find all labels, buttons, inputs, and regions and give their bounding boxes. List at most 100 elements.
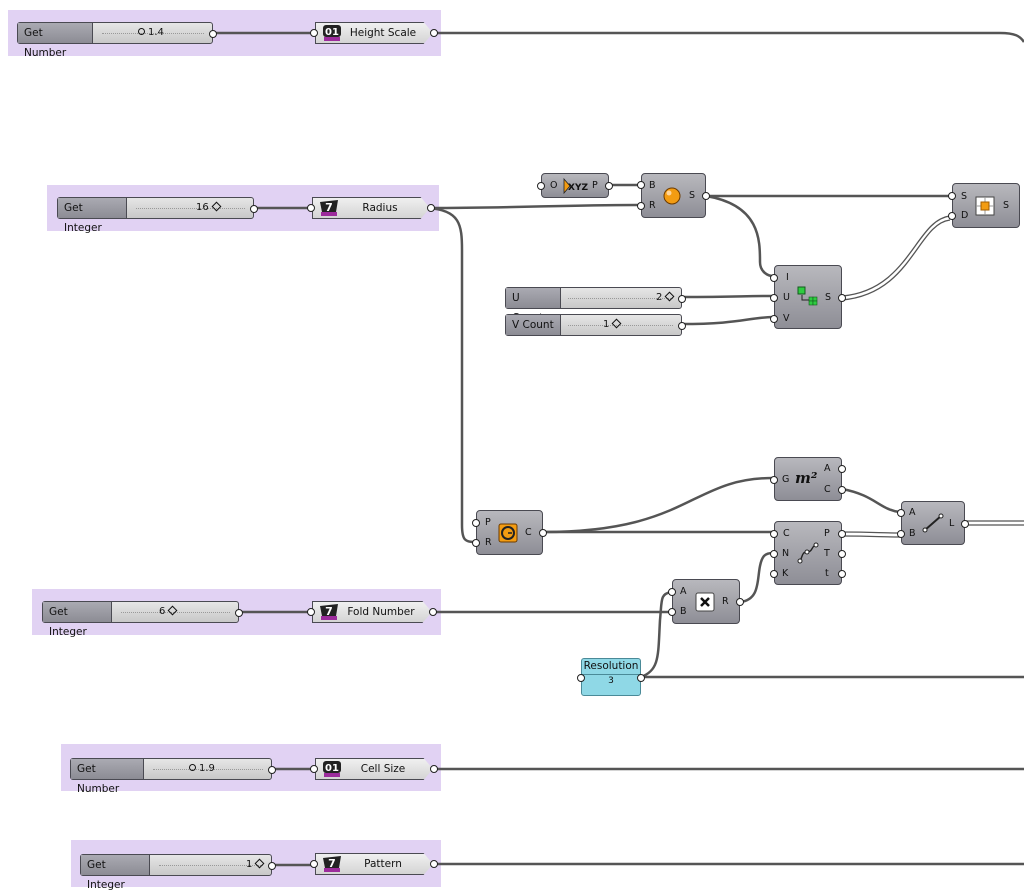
output-grip[interactable]: [961, 520, 969, 528]
slider-knob-icon[interactable]: [254, 858, 265, 869]
output-grip[interactable]: [268, 862, 276, 870]
output-grip[interactable]: [430, 860, 438, 868]
slider-value[interactable]: 1: [246, 855, 265, 875]
slider-value-text: 2: [656, 292, 663, 303]
surface-split-component[interactable]: S D S: [948, 183, 1020, 228]
divide-curve-icon: [797, 542, 819, 564]
output-grip[interactable]: [430, 29, 438, 37]
input-label-k: K: [782, 568, 789, 579]
output-grip[interactable]: [736, 598, 744, 606]
output-grip[interactable]: [427, 204, 435, 212]
area-component[interactable]: G m² A C: [770, 457, 846, 501]
input-grip[interactable]: [770, 294, 778, 302]
radius-param[interactable]: 7 Radius: [307, 197, 435, 219]
integer-param-icon: 7: [323, 856, 341, 872]
slider-knob-icon[interactable]: [211, 201, 222, 212]
input-grip[interactable]: [668, 608, 676, 616]
input-grip[interactable]: [897, 530, 905, 538]
panel-value[interactable]: 3: [608, 676, 614, 686]
output-label-s: S: [1003, 200, 1010, 211]
output-grip[interactable]: [429, 608, 437, 616]
input-grip[interactable]: [668, 588, 676, 596]
output-label-r: R: [722, 596, 729, 607]
slider-knob-icon[interactable]: [664, 291, 675, 302]
output-grip[interactable]: [268, 766, 276, 774]
output-grip[interactable]: [209, 30, 217, 38]
output-label-s: S: [689, 190, 696, 201]
input-grip[interactable]: [310, 29, 318, 37]
output-grip[interactable]: [235, 609, 243, 617]
slider-value[interactable]: 1.9: [189, 759, 215, 779]
input-grip[interactable]: [770, 274, 778, 282]
output-grip[interactable]: [838, 550, 846, 558]
input-grip[interactable]: [310, 860, 318, 868]
input-grip[interactable]: [537, 182, 545, 190]
input-label-r: R: [485, 537, 492, 548]
output-label-s: S: [825, 292, 832, 303]
fold-number-param[interactable]: 7 Fold Number: [307, 601, 437, 623]
output-grip[interactable]: [838, 294, 846, 302]
height-scale-slider[interactable]: Get Number 1.4: [17, 22, 217, 59]
radius-slider[interactable]: Get Integer 16: [57, 197, 258, 234]
input-grip[interactable]: [948, 192, 956, 200]
cell-size-slider[interactable]: Get Number 1.9: [70, 758, 276, 795]
slider-rail: [568, 298, 673, 299]
input-grip[interactable]: [897, 509, 905, 517]
input-grip[interactable]: [637, 202, 645, 210]
fold-number-slider[interactable]: Get Integer 6: [42, 601, 243, 638]
input-grip[interactable]: [770, 550, 778, 558]
line-component[interactable]: A B L: [897, 501, 969, 545]
output-grip[interactable]: [605, 182, 613, 190]
v-count-slider[interactable]: V Count 1: [505, 314, 686, 336]
output-grip[interactable]: [250, 205, 258, 213]
input-grip[interactable]: [637, 181, 645, 189]
height-scale-param[interactable]: 01 Height Scale: [310, 22, 438, 44]
input-grip[interactable]: [770, 476, 778, 484]
divide-surface-component[interactable]: I U V S: [770, 265, 846, 329]
input-grip[interactable]: [307, 204, 315, 212]
input-grip[interactable]: [472, 519, 480, 527]
slider-knob-icon[interactable]: [189, 764, 196, 771]
slider-knob-icon[interactable]: [611, 318, 622, 329]
construct-point-component[interactable]: O XYZ P: [537, 173, 613, 198]
output-grip[interactable]: [678, 322, 686, 330]
param-name: Cell Size: [360, 763, 406, 775]
pattern-param[interactable]: 7 Pattern: [310, 853, 438, 875]
slider-knob-icon[interactable]: [167, 605, 178, 616]
output-grip[interactable]: [678, 295, 686, 303]
input-label-u: U: [783, 292, 790, 303]
pattern-slider[interactable]: Get Integer 1: [80, 854, 276, 891]
area-icon: m²: [795, 469, 818, 487]
slider-value[interactable]: 6: [159, 602, 178, 622]
output-label-p: P: [824, 528, 830, 539]
output-grip[interactable]: [539, 529, 547, 537]
output-grip[interactable]: [430, 765, 438, 773]
slider-value[interactable]: 16: [196, 198, 222, 218]
output-grip[interactable]: [838, 486, 846, 494]
resolution-panel[interactable]: Resolution 3: [577, 658, 645, 696]
input-grip[interactable]: [770, 315, 778, 323]
output-grip[interactable]: [637, 674, 645, 682]
u-count-slider[interactable]: U Count 2: [505, 287, 686, 324]
multiply-component[interactable]: A B R: [668, 579, 744, 624]
input-grip[interactable]: [472, 539, 480, 547]
output-grip[interactable]: [838, 570, 846, 578]
output-grip[interactable]: [838, 530, 846, 538]
slider-rail: [568, 325, 673, 326]
slider-value[interactable]: 2: [656, 288, 675, 308]
input-grip[interactable]: [770, 570, 778, 578]
slider-value[interactable]: 1: [603, 315, 622, 335]
input-grip[interactable]: [577, 674, 585, 682]
circle-component[interactable]: P R C: [472, 510, 547, 555]
cell-size-param[interactable]: 01 Cell Size: [310, 758, 438, 780]
input-grip[interactable]: [310, 765, 318, 773]
input-grip[interactable]: [307, 608, 315, 616]
input-grip[interactable]: [948, 212, 956, 220]
output-grip[interactable]: [702, 192, 710, 200]
divide-curve-component[interactable]: C N K P T t: [770, 521, 846, 585]
output-grip[interactable]: [838, 465, 846, 473]
slider-knob-icon[interactable]: [138, 28, 145, 35]
input-grip[interactable]: [770, 530, 778, 538]
sphere-component[interactable]: B R S: [637, 173, 710, 218]
slider-value[interactable]: 1.4: [138, 23, 164, 43]
